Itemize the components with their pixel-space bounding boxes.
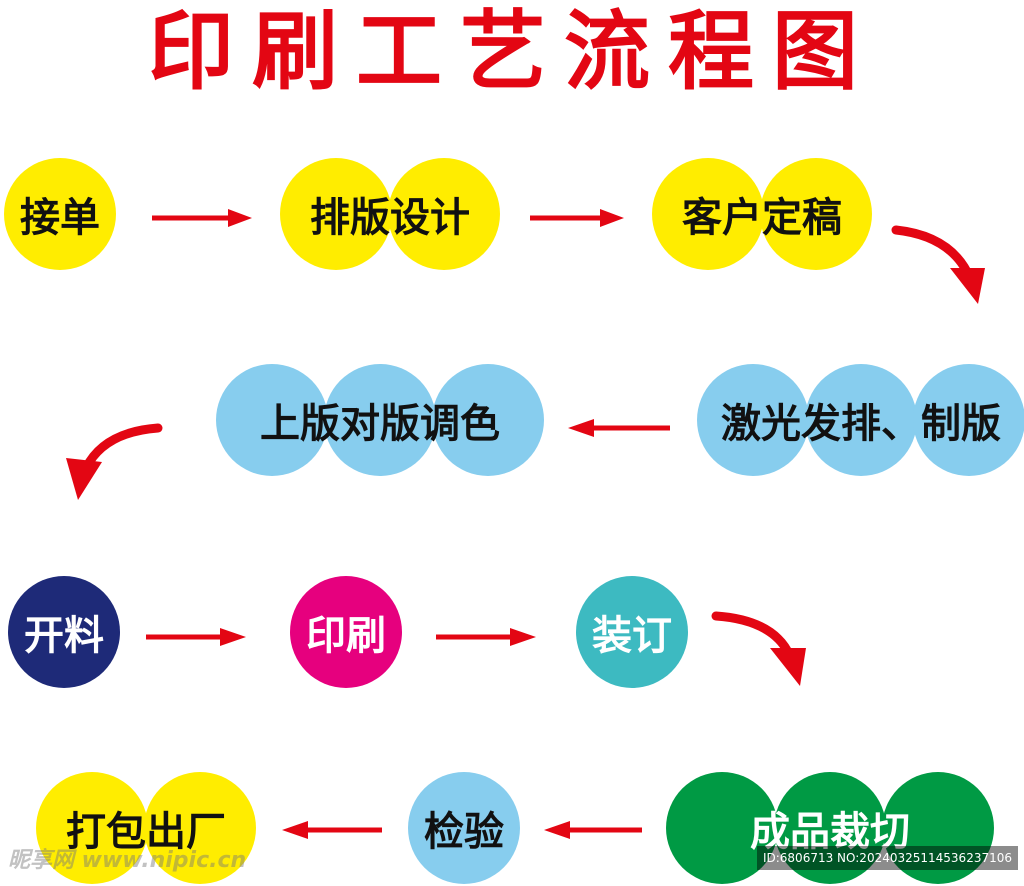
arrow-curve-down-right-2	[711, 611, 806, 686]
step-label: 激光发排、制版	[721, 401, 1001, 447]
step-circle	[4, 158, 116, 270]
step-circle	[280, 158, 392, 270]
page-title: 印刷工艺流程图	[148, 2, 876, 102]
step-circle	[144, 772, 256, 884]
arrow-left-3	[282, 821, 382, 839]
arrow-right-1	[152, 209, 252, 227]
step-label: 装订	[592, 613, 672, 659]
step-1: 接单	[4, 158, 116, 270]
step-circle	[290, 576, 402, 688]
step-circle	[805, 364, 917, 476]
step-10: 检验	[408, 772, 520, 884]
step-2: 排版设计	[280, 158, 500, 270]
step-label: 接单	[20, 195, 100, 241]
step-circle	[388, 158, 500, 270]
step-label: 印刷	[306, 613, 386, 659]
step-label: 检验	[424, 809, 504, 855]
watermark-logo: 昵享网 www.nipic.cn	[8, 848, 247, 873]
step-circle	[216, 364, 328, 476]
step-circle	[36, 772, 148, 884]
step-6: 开料	[8, 576, 120, 688]
step-7: 印刷	[290, 576, 402, 688]
step-label: 开料	[24, 613, 104, 659]
step-circle	[652, 158, 764, 270]
arrow-curve-down-right	[891, 225, 985, 304]
arrow-left-2	[544, 821, 642, 839]
step-4: 激光发排、制版	[697, 364, 1024, 476]
step-circle	[408, 772, 520, 884]
arrow-right-2	[530, 209, 624, 227]
arrow-curve-down-left	[66, 423, 163, 500]
step-label: 排版设计	[310, 195, 470, 241]
step-circle	[774, 772, 886, 884]
step-label: 上版对版调色	[260, 401, 500, 447]
step-5: 上版对版调色	[216, 364, 544, 476]
step-circle	[576, 576, 688, 688]
step-label: 成品裁切	[750, 809, 910, 855]
step-circle	[432, 364, 544, 476]
step-9: 成品裁切	[666, 772, 994, 884]
step-8: 装订	[576, 576, 688, 688]
step-circle	[666, 772, 778, 884]
arrow-right-3	[146, 628, 246, 646]
step-3: 客户定稿	[652, 158, 872, 270]
step-11: 打包出厂	[36, 772, 256, 884]
step-circle	[697, 364, 809, 476]
step-circle	[913, 364, 1024, 476]
step-label: 打包出厂	[66, 809, 226, 855]
arrow-left-1	[568, 419, 670, 437]
watermark-id: ID:6806713 NO:20240325114536237106	[756, 846, 1018, 870]
step-circle	[760, 158, 872, 270]
step-circle	[8, 576, 120, 688]
step-circle	[324, 364, 436, 476]
arrow-right-4	[436, 628, 536, 646]
step-label: 客户定稿	[682, 195, 842, 241]
step-circle	[882, 772, 994, 884]
